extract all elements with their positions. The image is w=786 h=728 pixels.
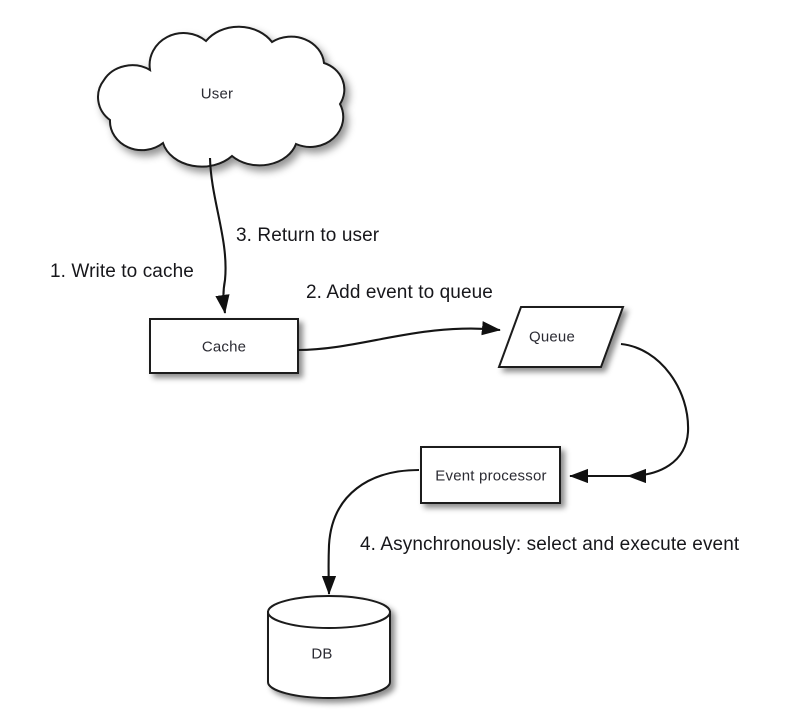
edge-cache-to-queue	[297, 321, 501, 352]
node-event-processor-rect[interactable]	[420, 446, 561, 504]
node-label-queue: Queue	[528, 328, 576, 346]
step-label-3: 3. Return to user	[236, 225, 380, 246]
node-label-db: DB	[311, 645, 333, 663]
edge-processor-to-db	[321, 468, 420, 595]
node-queue-parallelogram[interactable]	[497, 306, 625, 368]
node-user-cloud[interactable]	[97, 25, 346, 168]
node-label-cache: Cache	[201, 338, 247, 356]
node-label-event-processor: Event processor	[435, 467, 547, 485]
step-label-4: 4. Asynchronously: select and execute ev…	[360, 534, 740, 555]
step-label-2: 2. Add event to queue	[306, 282, 493, 303]
node-cache-rect[interactable]	[149, 318, 299, 374]
edge-processor-to-queue	[620, 342, 690, 484]
node-label-user: User	[200, 85, 234, 103]
node-db-cylinder[interactable]	[267, 595, 391, 699]
edge-user-to-cache	[208, 157, 230, 314]
step-label-1: 1. Write to cache	[50, 261, 194, 282]
